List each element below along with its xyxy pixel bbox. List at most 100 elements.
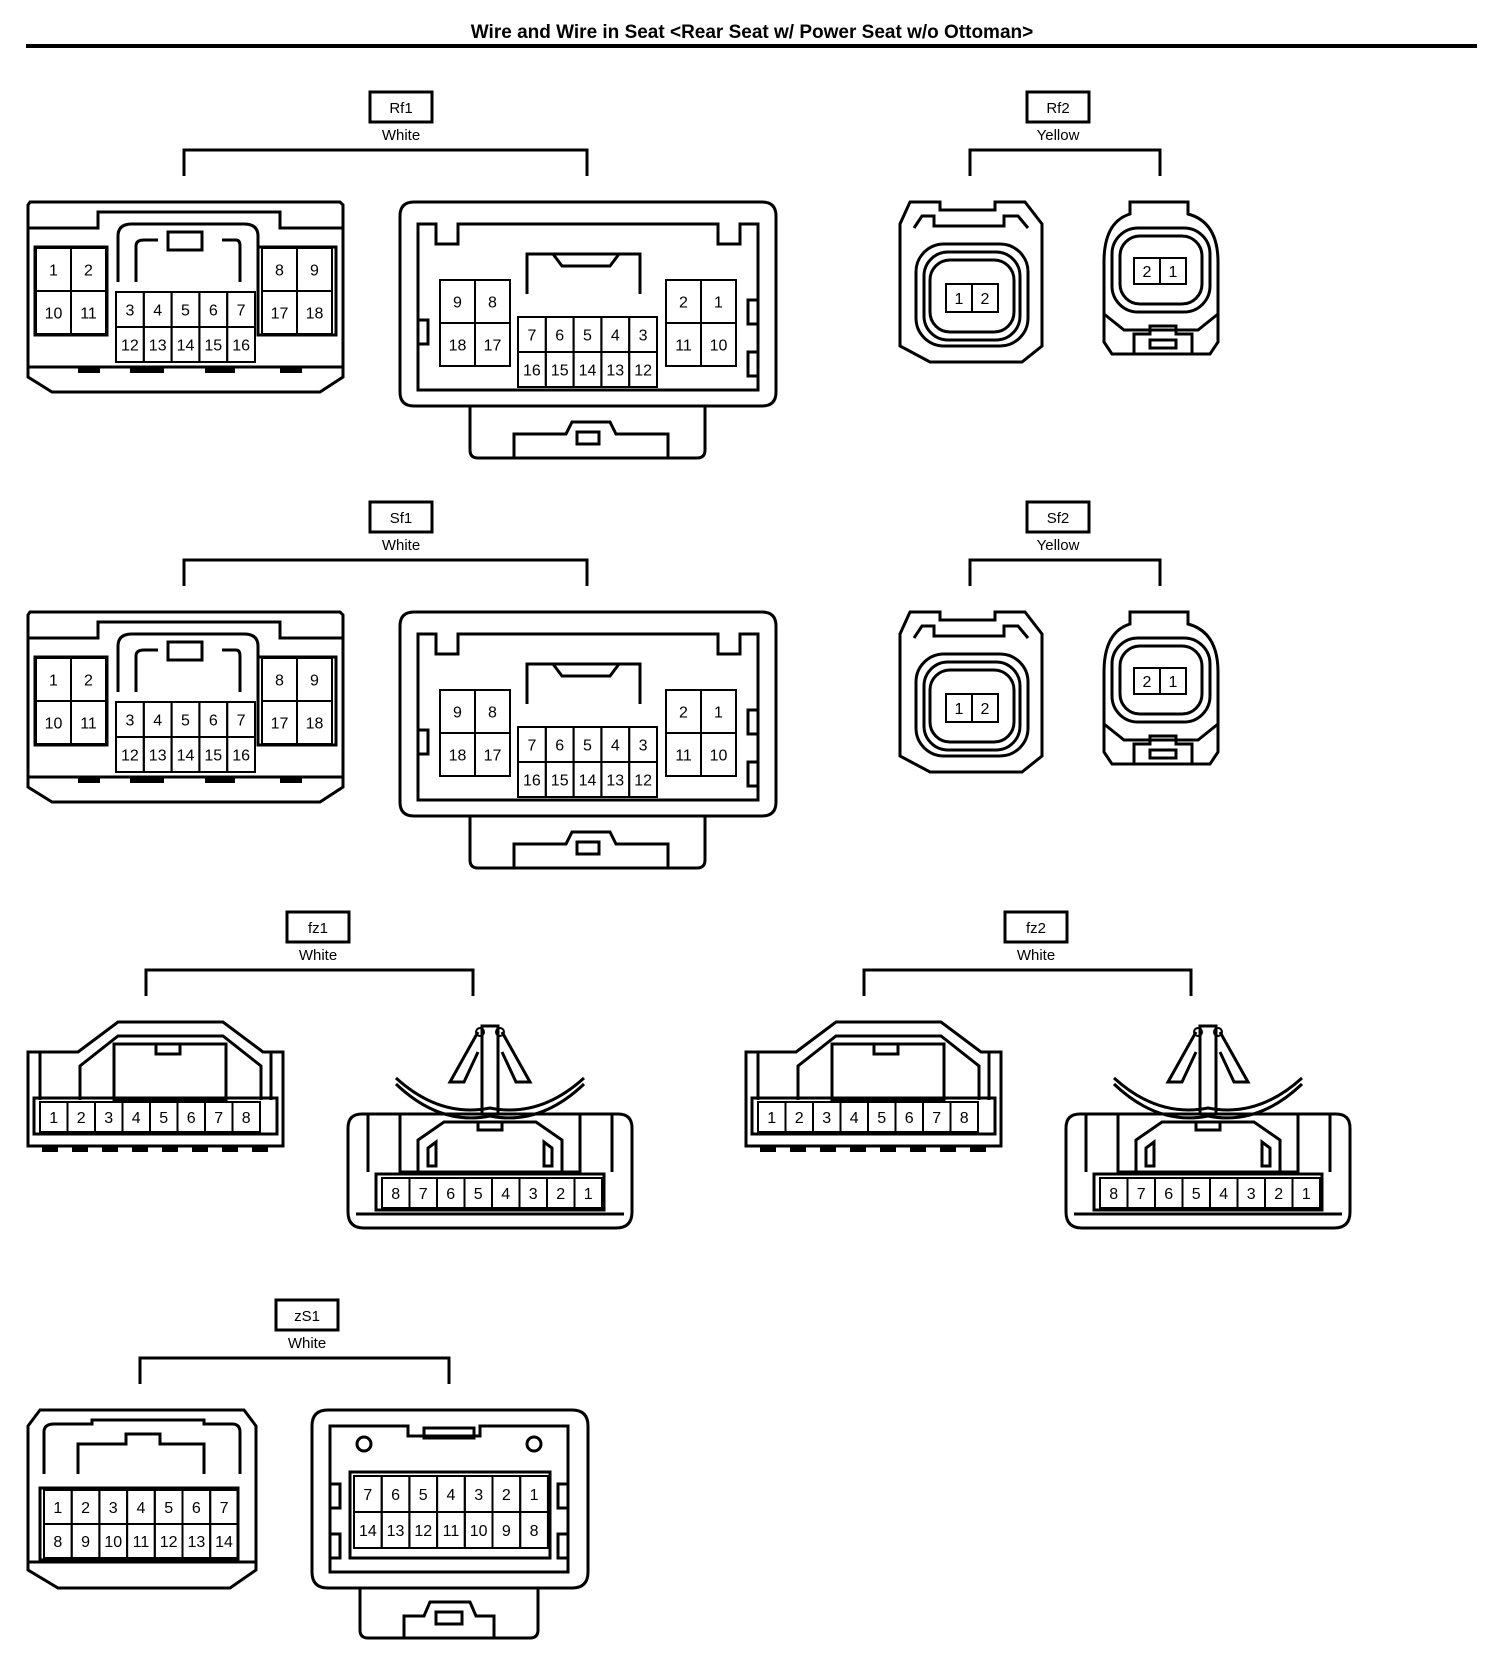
housing-inner xyxy=(1110,636,1212,724)
pin-number: 16 xyxy=(523,773,541,790)
pin-number: 8 xyxy=(1109,1186,1118,1203)
pin-box xyxy=(949,1101,979,1133)
pin-box xyxy=(226,326,256,363)
housing-outline xyxy=(398,1114,582,1174)
housing-inner xyxy=(1118,234,1204,306)
pin-number: 11 xyxy=(80,716,97,733)
pin-number: 14 xyxy=(215,1534,233,1551)
pin-number: 6 xyxy=(192,1500,201,1517)
pin-cell: 4 xyxy=(600,316,631,353)
pin-cell: 16 xyxy=(517,761,547,798)
pin-cell: 13 xyxy=(380,1511,411,1549)
latch xyxy=(476,1120,504,1132)
pin-number: 3 xyxy=(125,713,134,730)
pin-cell: 13 xyxy=(181,1523,212,1559)
housing-outline xyxy=(1103,722,1219,742)
pin-box xyxy=(231,1101,261,1133)
housing-outline xyxy=(447,1031,480,1084)
pin-cell: 1 xyxy=(39,1101,69,1133)
key-slot xyxy=(746,298,760,326)
pin-block xyxy=(348,1470,552,1560)
pin-number: 18 xyxy=(306,306,324,323)
key-slot xyxy=(416,728,430,756)
housing-outline xyxy=(116,222,260,282)
mount-hole xyxy=(525,1435,543,1453)
pin-number: 4 xyxy=(1219,1186,1228,1203)
pin-cell: 12 xyxy=(115,736,145,773)
pin-number: 6 xyxy=(187,1110,196,1127)
connector-id-box xyxy=(1003,910,1069,944)
latch xyxy=(205,777,235,783)
pin-cell: 10 xyxy=(700,732,737,777)
housing-outline xyxy=(78,1034,263,1100)
latch xyxy=(205,367,235,373)
pin-number: 14 xyxy=(579,363,597,380)
connector-bracket xyxy=(144,968,475,996)
housing-outline xyxy=(525,662,642,704)
pin-number: 2 xyxy=(77,1110,86,1127)
pin-cell: 3 xyxy=(115,291,145,328)
pin-number: 14 xyxy=(579,773,597,790)
pin-number: 2 xyxy=(84,673,93,690)
pin-cell: 1 xyxy=(1291,1177,1321,1209)
pin-cell: 6 xyxy=(198,291,229,328)
pin-cell: 7 xyxy=(517,726,547,763)
pin-number: 2 xyxy=(556,1186,565,1203)
housing-outline xyxy=(1132,734,1194,764)
connector-color: White xyxy=(382,127,420,144)
pin-number: 5 xyxy=(164,1500,173,1517)
pin-cell: 3 xyxy=(812,1101,842,1133)
pin-box xyxy=(70,290,107,335)
pin-cell: 5 xyxy=(170,701,201,738)
pin-number: 10 xyxy=(45,716,63,733)
pin-cell: 8 xyxy=(261,657,298,702)
pin-cell: 9 xyxy=(439,689,476,734)
pin-number: 2 xyxy=(679,705,688,722)
pin-cell: 16 xyxy=(226,736,256,773)
pin-cell: 14 xyxy=(170,736,201,773)
pin-cell: 6 xyxy=(176,1101,206,1133)
connector-id-box xyxy=(274,1298,340,1332)
housing-outline xyxy=(26,610,345,804)
latch xyxy=(1148,338,1178,350)
pin-cell: 17 xyxy=(474,732,511,777)
pin-cell: 13 xyxy=(600,761,631,798)
pin-number: 1 xyxy=(767,1110,776,1127)
pin-cell: 10 xyxy=(463,1511,494,1549)
housing-outline xyxy=(416,632,760,802)
pin-cell: 15 xyxy=(198,736,229,773)
pin-cell: 5 xyxy=(572,726,603,763)
pin-number: 4 xyxy=(501,1186,510,1203)
pin-cell: 6 xyxy=(380,1475,411,1513)
connector-color: Yellow xyxy=(1037,127,1080,144)
pin-cell: 9 xyxy=(296,657,333,702)
key-slot xyxy=(746,760,760,788)
pin-number: 15 xyxy=(204,748,222,765)
pin-number: 5 xyxy=(1192,1186,1201,1203)
pin-cell: 1 xyxy=(700,279,737,324)
housing-inner xyxy=(922,250,1022,342)
housing-outline xyxy=(1144,1139,1272,1168)
connector-id: Rf2 xyxy=(1046,100,1069,117)
pin-number: 7 xyxy=(363,1487,372,1504)
pin-number: 1 xyxy=(955,291,964,308)
pin-cell: 9 xyxy=(296,247,333,292)
housing-outline xyxy=(116,632,260,692)
housing-outline xyxy=(912,624,1030,639)
terminal-tab xyxy=(850,1146,866,1152)
pin-number: 7 xyxy=(237,713,246,730)
pin-number: 10 xyxy=(470,1523,488,1540)
pin-cell: 13 xyxy=(600,351,631,388)
pin-number: 18 xyxy=(449,748,467,765)
pin-number: 17 xyxy=(484,748,502,765)
pin-number: 8 xyxy=(275,263,284,280)
pin-cell: 6 xyxy=(436,1177,466,1209)
pin-number: 5 xyxy=(583,328,592,345)
pin-cell: 8 xyxy=(519,1511,549,1549)
terminal-tab xyxy=(940,1146,956,1152)
pin-cell: 2 xyxy=(70,247,107,292)
connector-id: fz2 xyxy=(1026,920,1046,937)
